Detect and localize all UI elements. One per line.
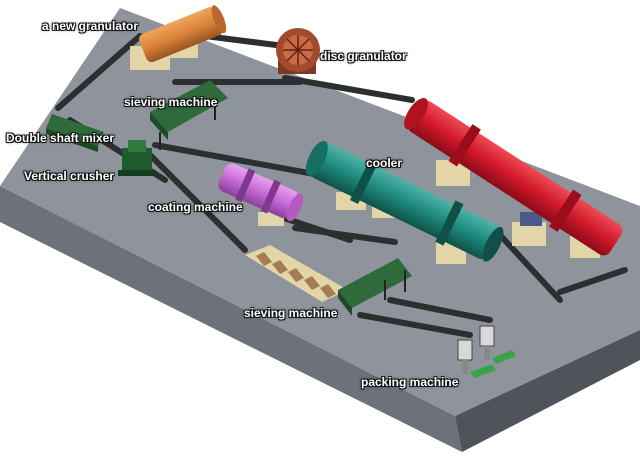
upper-sieving-machine xyxy=(150,80,228,150)
label-cooler: cooler xyxy=(366,156,403,170)
storage-silo xyxy=(245,245,348,302)
vertical-crusher xyxy=(118,140,156,176)
label-sieving-machine-lower: sieving machine xyxy=(244,306,338,320)
label-disc-granulator: disc granulator xyxy=(320,49,407,63)
cooler xyxy=(305,140,504,264)
platform-front xyxy=(0,186,462,452)
label-sieving-machine-upper: sieving machine xyxy=(124,95,218,109)
double-shaft-mixer xyxy=(46,114,104,152)
label-vertical-crusher: Vertical crusher xyxy=(24,169,115,183)
platform-side xyxy=(455,330,640,452)
rotary-dryer xyxy=(404,98,623,258)
lower-sieving-machine xyxy=(338,258,412,316)
label-packing-machine: packing machine xyxy=(361,375,459,389)
coating-machine xyxy=(218,163,304,226)
packing-machines xyxy=(457,325,516,378)
label-new-granulator: a new granulator xyxy=(42,19,139,33)
label-coating-machine: coating machine xyxy=(148,200,243,214)
label-double-shaft-mixer: Double shaft mixer xyxy=(6,131,115,145)
disc-granulator xyxy=(276,28,320,74)
new-granulator xyxy=(130,5,227,70)
